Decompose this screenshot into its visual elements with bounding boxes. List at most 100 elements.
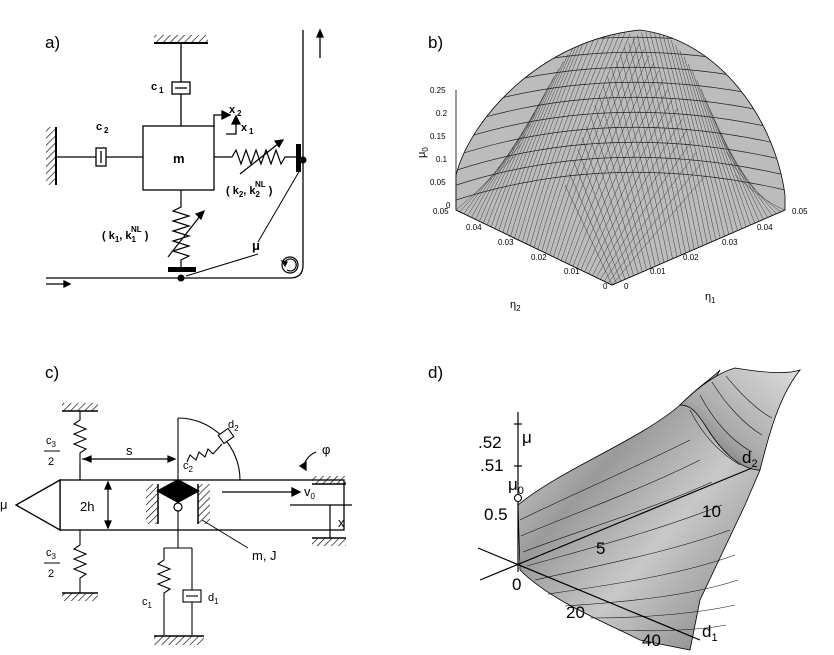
x2-arrow xyxy=(213,109,232,126)
slider-diamond xyxy=(156,479,200,503)
d-mu-label: μ xyxy=(522,428,532,447)
b-eta2-label: η2 xyxy=(510,299,521,313)
d2-label: d2 xyxy=(228,419,239,433)
b-z-tick: 0.2 xyxy=(436,109,448,118)
b-eta1-ticks: 0 0.01 0.02 0.03 0.04 0.05 xyxy=(624,207,808,291)
b-z-tick: 0.25 xyxy=(430,86,446,95)
d-contours xyxy=(519,375,773,632)
belt-contact-pad xyxy=(296,144,301,172)
k1-label: ( k1, k1NL ) xyxy=(102,225,149,244)
x1-label: x xyxy=(241,122,248,134)
c2-sub: 2 xyxy=(104,126,109,135)
mass-label: m xyxy=(173,151,185,166)
x-axis-marker xyxy=(290,504,352,538)
d-d2-tick: 5 xyxy=(596,539,605,558)
mu-label: μ xyxy=(252,238,260,253)
panel-a: a) c 1 c 2 m xyxy=(45,28,324,289)
mass-block xyxy=(142,125,215,191)
b-eta2-tick: 0.05 xyxy=(433,207,449,216)
belt xyxy=(46,28,324,289)
c-spring-bottom xyxy=(72,530,88,593)
b-z-tick: 0.05 xyxy=(430,178,446,187)
d-axes xyxy=(477,412,753,641)
b-eta1-tick: 0.01 xyxy=(650,267,666,276)
mu0-marker xyxy=(513,493,523,503)
panel-a-label: a) xyxy=(45,33,60,52)
b-z-axis-label: μ0 xyxy=(416,147,430,158)
b-eta1-label: η1 xyxy=(705,291,716,305)
b-eta1-tick: 0.03 xyxy=(722,238,738,247)
d-mu-tick: .51 xyxy=(480,456,504,475)
b-z-tick: 0.1 xyxy=(436,155,448,164)
b-eta2-tick: 0.03 xyxy=(498,238,514,247)
ceiling-ground xyxy=(154,35,208,44)
x1-arrow xyxy=(226,114,242,135)
panel-b: b) 0.25 0.2 0.15 0.1 0.05 0 μ0 0.05 0.04… xyxy=(416,29,808,313)
mJ-label: m, J xyxy=(252,548,277,563)
h-label: 2h xyxy=(80,499,94,514)
b-eta2-tick: 0.01 xyxy=(564,267,580,276)
mu-leaders xyxy=(185,169,301,277)
b-z-tick: 0.15 xyxy=(430,132,446,141)
d-mu-tick: 0.5 xyxy=(484,505,508,524)
phi-arrow xyxy=(298,451,317,472)
d-d2-label: d2 xyxy=(742,448,758,470)
c-ground-bottom-left xyxy=(62,592,98,601)
k2-label: ( k2, k2NL ) xyxy=(226,180,273,199)
d-origin-label: 0 xyxy=(512,575,521,594)
c-support-c1-d1 xyxy=(156,511,202,635)
x2-label: x xyxy=(229,104,236,116)
slider-pivot xyxy=(173,502,183,512)
d-d1-tick: 40 xyxy=(642,631,661,650)
b-eta1-tick: 0 xyxy=(624,282,629,291)
c3-top-den: 2 xyxy=(48,456,54,468)
phi-label: φ xyxy=(322,442,330,457)
c1-sub: 1 xyxy=(159,86,164,95)
c1-label-c: c1 xyxy=(142,596,153,610)
damper-c1 xyxy=(171,43,191,126)
b-eta2-tick: 0.04 xyxy=(466,223,482,232)
c-spring-top xyxy=(72,411,88,480)
d-d1-label: d1 xyxy=(702,622,718,644)
x-label-c: x xyxy=(338,515,345,530)
v0-label: v0 xyxy=(304,484,316,501)
panel-b-label: b) xyxy=(428,33,443,52)
s-dimension xyxy=(82,455,177,463)
b-eta2-tick: 0 xyxy=(603,282,608,291)
belt-contact-pad-bottom xyxy=(168,267,196,272)
mesh-surface xyxy=(455,29,786,286)
d-d1-tick: 20 xyxy=(566,603,585,622)
c3-top: c3 xyxy=(46,435,57,449)
d-mu-tick: .52 xyxy=(478,433,502,452)
x2-sub: 2 xyxy=(237,109,242,118)
d-d2-tick: 10 xyxy=(702,502,721,521)
c3-bot-den: 2 xyxy=(48,568,54,580)
panel-c-label: c) xyxy=(45,363,59,382)
panel-c: c) c3 2 s μ 2h xyxy=(0,363,352,645)
c2-label: c xyxy=(96,121,102,133)
s-label: s xyxy=(126,443,133,458)
d1-label-c: d1 xyxy=(208,592,219,606)
c-ground-right-top xyxy=(312,476,346,485)
d-mu0-label: μ0 xyxy=(508,475,524,497)
rotational-spring-damper xyxy=(177,417,241,481)
c-ground-top xyxy=(62,403,98,412)
bearing-left xyxy=(146,484,158,524)
c1-label: c xyxy=(151,81,157,93)
c-ground-bottom xyxy=(154,635,204,645)
spring-k2 xyxy=(214,139,296,175)
panel-d: d) xyxy=(428,363,802,651)
x1-sub: 1 xyxy=(249,127,254,136)
mJ-leader xyxy=(201,519,249,549)
b-z-tick: 0 xyxy=(446,201,451,210)
c2-label-c: c2 xyxy=(183,460,194,474)
bearing-right xyxy=(198,484,210,524)
b-eta1-tick: 0.02 xyxy=(683,253,699,262)
c-mu-label: μ xyxy=(0,497,8,512)
v0-arrow xyxy=(222,486,302,498)
left-wall xyxy=(46,127,57,185)
b-eta2-ticks: 0.05 0.04 0.03 0.02 0.01 0 xyxy=(433,207,608,291)
b-z-ticks: 0.25 0.2 0.15 0.1 0.05 0 xyxy=(430,86,451,210)
spring-k1 xyxy=(167,190,206,268)
